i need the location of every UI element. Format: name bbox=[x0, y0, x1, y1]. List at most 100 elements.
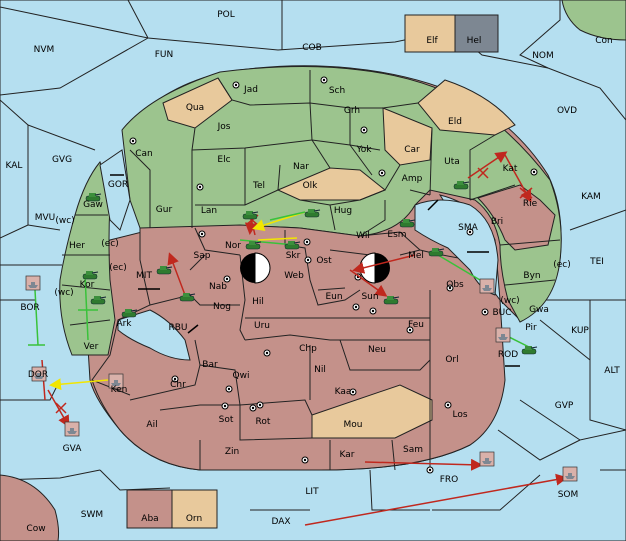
army-unit-icon[interactable] bbox=[428, 248, 445, 257]
supply-center-core bbox=[305, 240, 309, 244]
land-label-skr: Skr bbox=[286, 251, 301, 261]
land-label-eld: Eld bbox=[448, 117, 462, 127]
supply-center-core bbox=[265, 351, 269, 355]
sea-label-sma: SMA bbox=[458, 223, 478, 233]
sea-label-fro: FRO bbox=[440, 475, 459, 485]
land-label-mou: Mou bbox=[344, 420, 363, 430]
land-label-chr: Chr bbox=[170, 380, 186, 390]
fleet-unit-icon[interactable] bbox=[31, 366, 47, 382]
fleet-unit-icon[interactable] bbox=[25, 275, 41, 291]
sea-label-alt: ALT bbox=[604, 366, 620, 376]
supply-center-core bbox=[173, 377, 177, 381]
land-label-esm: Esm bbox=[387, 230, 406, 240]
land-west-arm bbox=[59, 161, 116, 356]
sea-label-gva: GVA bbox=[63, 444, 83, 454]
bay-gor[interactable] bbox=[99, 149, 131, 231]
fleet-unit-icon[interactable] bbox=[479, 451, 495, 467]
land-label-yok: Yok bbox=[355, 145, 372, 155]
land-label-jos: Jos bbox=[217, 122, 231, 132]
land-label-pir: Pir bbox=[525, 323, 537, 333]
land-label-aba: Aba bbox=[141, 514, 158, 524]
land-label-kor: Kor bbox=[80, 280, 95, 290]
army-unit-icon[interactable] bbox=[521, 346, 538, 355]
sea-label-tei: TEI bbox=[589, 257, 604, 267]
army-unit-icon[interactable] bbox=[453, 181, 470, 190]
supply-center-core bbox=[131, 139, 135, 143]
army-unit-icon[interactable] bbox=[284, 241, 301, 250]
land-label-rot: Rot bbox=[256, 417, 271, 427]
sea-label-kam: KAM bbox=[581, 192, 601, 202]
units[interactable] bbox=[25, 181, 578, 482]
coast-label-3: (wc) bbox=[54, 288, 73, 298]
land-label-nor: Nor bbox=[225, 241, 241, 251]
region-con[interactable] bbox=[561, 0, 626, 41]
supply-centers bbox=[129, 76, 538, 474]
region-car[interactable] bbox=[382, 107, 433, 166]
land-label-eun: Eun bbox=[325, 292, 342, 302]
sea-label-pol: POL bbox=[217, 10, 235, 20]
sea-label-cob: COB bbox=[302, 43, 322, 53]
land-label-can: Can bbox=[135, 149, 153, 159]
sea-label-mit: MIT bbox=[136, 271, 152, 281]
region-hel[interactable] bbox=[454, 14, 499, 53]
army-unit-icon[interactable] bbox=[179, 293, 196, 302]
supply-center-core bbox=[322, 78, 326, 82]
army-unit-icon[interactable] bbox=[121, 309, 138, 318]
land-label-web: Web bbox=[284, 271, 304, 281]
army-unit-icon[interactable] bbox=[304, 209, 321, 218]
sea-borders bbox=[0, 0, 626, 511]
sea-label-dor: DOR bbox=[28, 370, 48, 380]
region-cow[interactable] bbox=[0, 474, 60, 541]
supply-center-core bbox=[223, 404, 227, 408]
sea-label-buc: BUC bbox=[492, 308, 511, 318]
land-label-qua: Qua bbox=[186, 103, 204, 113]
channel-marker-east bbox=[375, 253, 390, 283]
army-unit-icon[interactable] bbox=[85, 193, 102, 202]
bay-rbu[interactable] bbox=[117, 309, 191, 361]
fleet-unit-icon[interactable] bbox=[479, 278, 495, 294]
supply-center-core bbox=[200, 232, 204, 236]
army-unit-icon[interactable] bbox=[242, 211, 259, 220]
region-aba[interactable] bbox=[126, 489, 173, 529]
region-eld[interactable] bbox=[417, 79, 516, 136]
army-unit-icon[interactable] bbox=[245, 241, 262, 250]
sea-label-ovd: OVD bbox=[557, 106, 577, 116]
coast-label-5: (ec) bbox=[553, 260, 571, 270]
supply-center-core bbox=[371, 309, 375, 313]
army-unit-icon[interactable] bbox=[82, 271, 99, 280]
army-unit-icon[interactable] bbox=[90, 296, 107, 305]
fleet-unit-icon[interactable] bbox=[64, 421, 80, 437]
land-label-elc: Elc bbox=[217, 155, 230, 165]
region-qua[interactable] bbox=[162, 77, 233, 129]
army-unit-icon[interactable] bbox=[399, 219, 416, 228]
land-label-kaa: Kaa bbox=[335, 387, 352, 397]
land-label-neu: Neu bbox=[368, 345, 386, 355]
fleet-unit-icon[interactable] bbox=[495, 327, 511, 343]
fleet-unit-icon[interactable] bbox=[562, 466, 578, 482]
supply-center-core bbox=[532, 170, 536, 174]
sea-label-som: SOM bbox=[558, 490, 579, 500]
land-label-ver: Ver bbox=[84, 342, 99, 352]
land-label-los: Los bbox=[452, 410, 467, 420]
passage-arrows bbox=[110, 174, 520, 367]
land-label-ark: Ark bbox=[116, 319, 132, 329]
channel-marker-west-open bbox=[254, 252, 271, 284]
land-label-orl: Orl bbox=[445, 355, 458, 365]
fleet-unit-icon[interactable] bbox=[108, 373, 124, 389]
region-orn[interactable] bbox=[171, 489, 218, 529]
sea-label-nom: NOM bbox=[532, 51, 554, 61]
army-unit-icon[interactable] bbox=[383, 296, 400, 305]
sea-label-gvp: GVP bbox=[555, 401, 574, 411]
bay-sma[interactable] bbox=[414, 199, 499, 296]
land-label-sap: Sap bbox=[194, 251, 211, 261]
land-label-sun: Sun bbox=[361, 292, 378, 302]
land-label-chp: Chp bbox=[299, 344, 317, 354]
region-elf[interactable] bbox=[404, 14, 456, 53]
supply-center-core bbox=[380, 171, 384, 175]
land-label-qwi: Qwi bbox=[233, 371, 250, 381]
army-unit-icon[interactable] bbox=[156, 266, 173, 275]
sea-label-fun: FUN bbox=[155, 50, 174, 60]
